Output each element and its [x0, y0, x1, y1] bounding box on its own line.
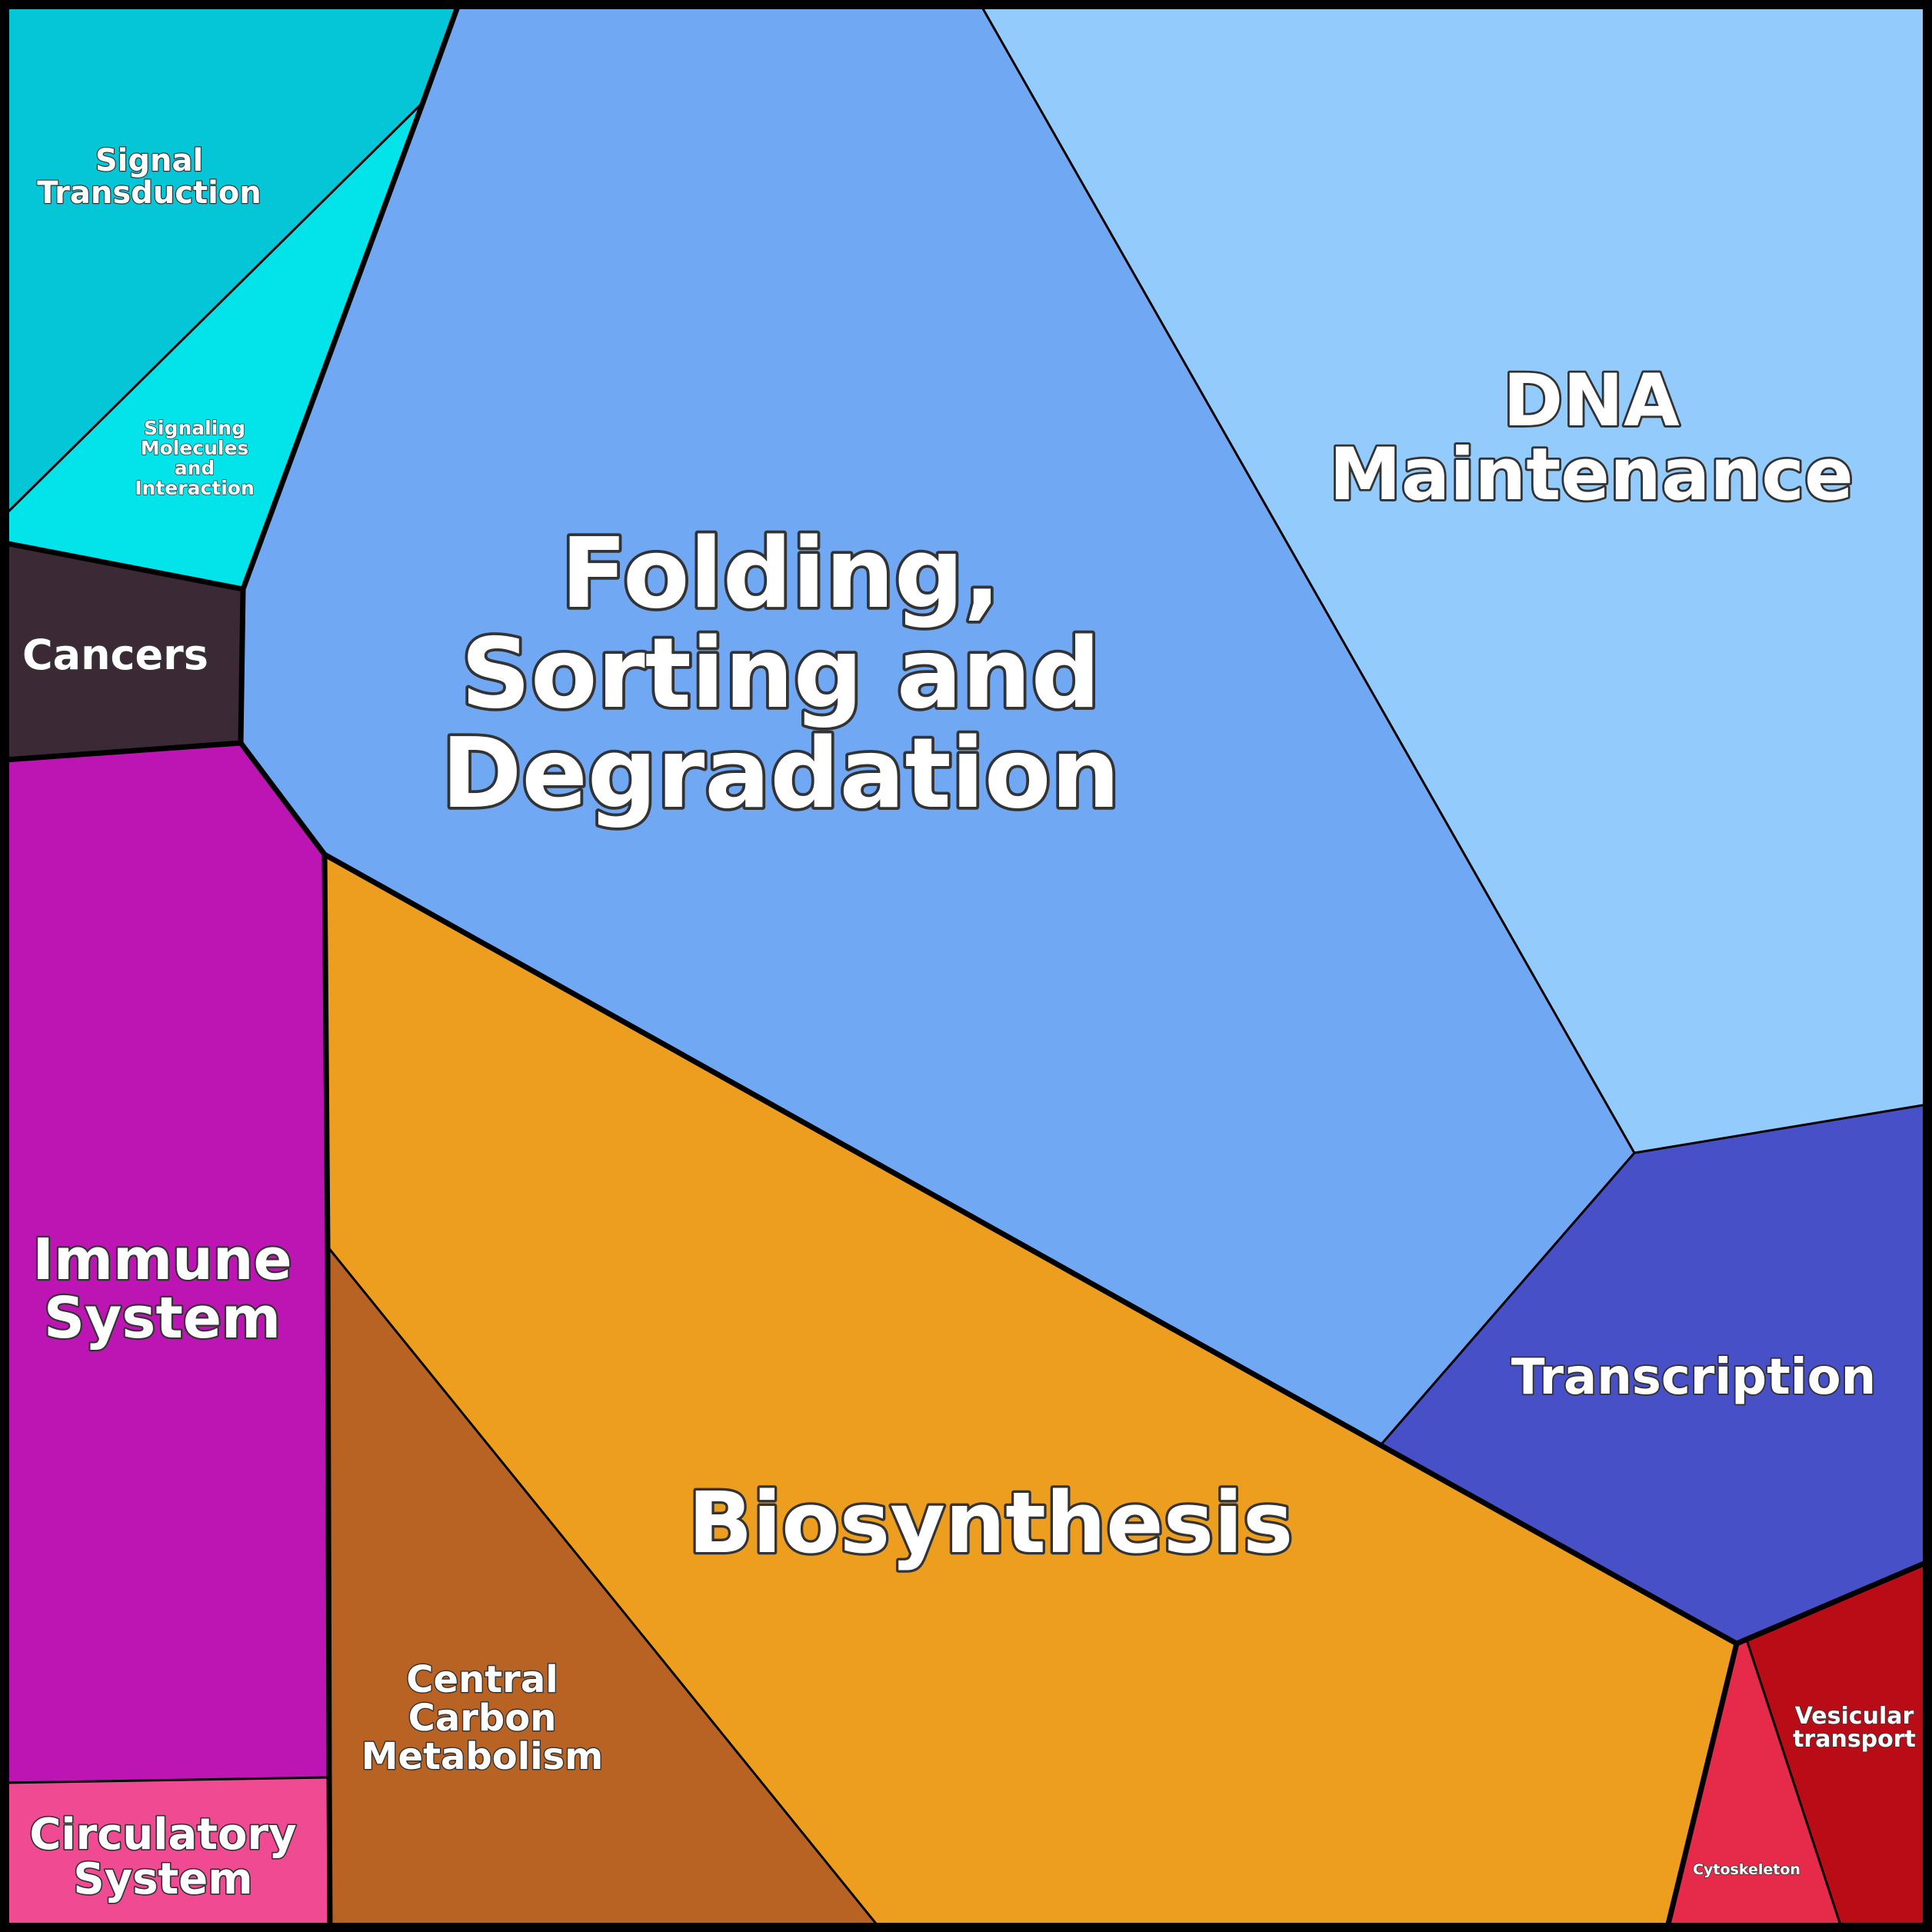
label-line: System	[73, 1854, 252, 1904]
cell-vesicular-transport[interactable]	[1747, 1562, 1927, 1927]
label-line: and	[175, 457, 215, 479]
label-line: Carbon	[408, 1697, 557, 1740]
border-biosynthesis-cytoskeleton	[1664, 1641, 1740, 1930]
label-line: Cytoskeleton	[1693, 1861, 1800, 1878]
cell-folding-sorting-degradation[interactable]	[241, 5, 1634, 1445]
label-line: Metabolism	[361, 1735, 603, 1778]
label-line: Molecules	[141, 437, 249, 459]
border-cancers-immune	[2, 740, 244, 763]
cell-circulatory-system[interactable]	[5, 1777, 330, 1927]
label-line: Biosynthesis	[688, 1474, 1294, 1572]
border-folding-biosynthesis	[321, 851, 1930, 1647]
cell-dna-maintenance[interactable]	[981, 5, 1927, 1153]
label-line: Interaction	[135, 477, 255, 499]
label-line: Maintenance	[1329, 433, 1854, 517]
border-folding-transcription	[1379, 1152, 1636, 1446]
label-line: Circulatory	[29, 1810, 296, 1860]
label-cytoskeleton: Cytoskeleton	[1693, 1861, 1800, 1878]
border-signal-signaling	[3, 101, 425, 517]
label-line: DNA	[1503, 359, 1680, 443]
label-cancers: Cancers	[22, 631, 208, 679]
border-immune-circulatory	[4, 1776, 330, 1784]
border-biosynthesis-carbon	[326, 1246, 881, 1928]
label-biosynthesis: Biosynthesis	[688, 1474, 1294, 1572]
cell-transcription[interactable]	[1381, 1104, 1927, 1644]
label-line: Sorting and	[461, 617, 1101, 730]
label-line: transport	[1793, 1726, 1916, 1753]
label-line: Vesicular	[1795, 1703, 1914, 1730]
label-line: Immune	[32, 1227, 291, 1293]
cell-signal-transduction[interactable]	[5, 5, 458, 515]
border-signaling-cancers	[2, 540, 246, 592]
label-line: Transcription	[1511, 1349, 1876, 1406]
cell-cancers[interactable]	[5, 543, 243, 760]
label-line: Degradation	[441, 717, 1120, 830]
border-cytoskeleton-vesicular	[1745, 1639, 1843, 1928]
label-line: Signaling	[144, 417, 245, 439]
border-immune-biosynthesis	[321, 851, 333, 1930]
cell-signaling-molecules[interactable]	[5, 102, 423, 589]
label-line: Signal	[95, 143, 203, 178]
thin-borders	[3, 4, 1928, 1928]
cell-immune-system[interactable]	[5, 743, 329, 1783]
label-line: Folding,	[561, 517, 1001, 630]
cell-biosynthesis[interactable]	[325, 854, 1737, 1927]
label-line: Cancers	[22, 631, 208, 679]
cell-cytoskeleton[interactable]	[1667, 1640, 1841, 1927]
label-line: Transduction	[37, 175, 261, 211]
label-line: Central	[406, 1658, 558, 1701]
label-line: System	[44, 1285, 281, 1351]
label-transcription: Transcription	[1511, 1349, 1876, 1406]
